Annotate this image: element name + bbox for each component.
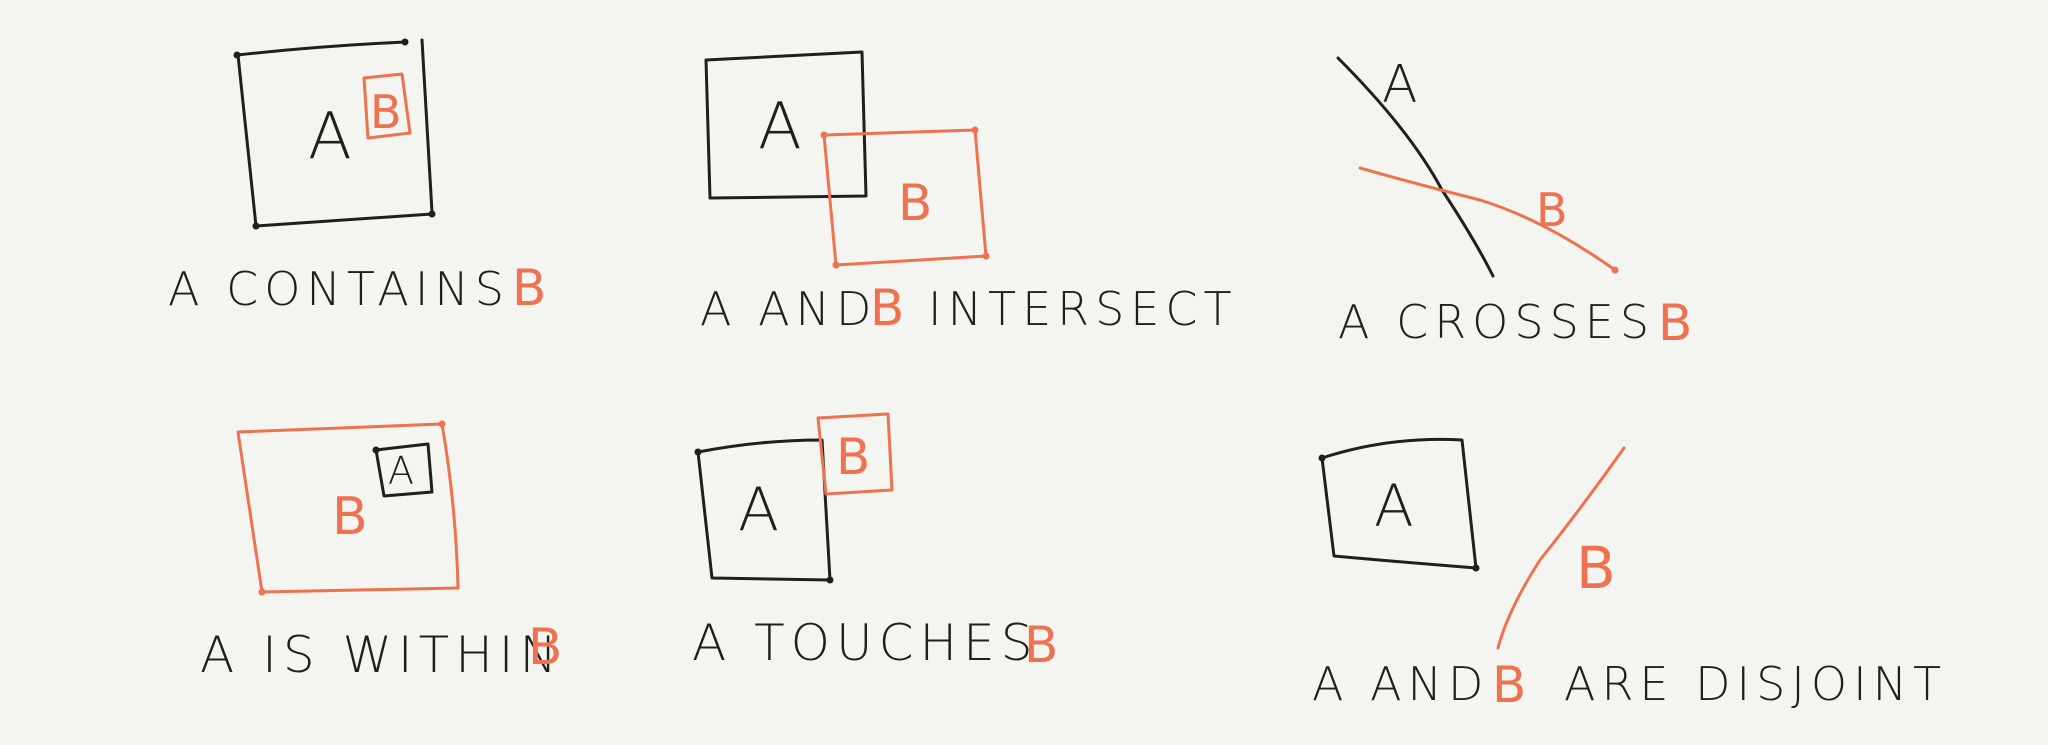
shape-a <box>1336 56 1495 278</box>
label-b: B <box>1536 183 1568 237</box>
caption: A AND <box>1312 657 1489 711</box>
caption: A CROSSES <box>1338 295 1655 349</box>
panel-intersect: A B A AND B INTERSECT <box>700 50 1238 337</box>
shape-b <box>362 72 412 140</box>
panel-disjoint: A B A AND B ARE DISJOINT <box>1312 437 1947 714</box>
caption-b: B <box>512 259 546 317</box>
caption: A AND <box>700 282 877 336</box>
caption-b: B <box>1492 656 1526 714</box>
label-a: A <box>1382 55 1418 115</box>
panel-within: A B A IS WITHIN B <box>200 420 563 684</box>
shape-b <box>236 422 460 594</box>
shape-b <box>1496 446 1626 650</box>
caption-post: ARE DISJOINT <box>1564 657 1947 711</box>
label-b: B <box>370 85 402 139</box>
label-b: B <box>332 487 368 547</box>
label-b: B <box>898 174 932 232</box>
caption: A TOUCHES <box>692 614 1038 672</box>
caption-post: INTERSECT <box>928 282 1238 336</box>
label-b: B <box>836 428 870 486</box>
label-a: A <box>1374 472 1414 540</box>
caption-b: B <box>528 618 562 676</box>
caption-b: B <box>870 279 904 337</box>
caption: A IS WITHIN <box>200 626 563 684</box>
shape-a <box>374 442 434 498</box>
label-b: B <box>1576 534 1616 602</box>
shape-b <box>816 412 894 496</box>
caption: A CONTAINS <box>168 262 510 316</box>
label-a: A <box>738 475 779 545</box>
shape-a <box>704 50 868 200</box>
label-a: A <box>758 90 802 164</box>
panel-contains: A B A CONTAINS B <box>168 38 546 317</box>
panel-crosses: A B A CROSSES B <box>1336 55 1692 352</box>
caption-b: B <box>1658 294 1692 352</box>
shape-a <box>235 38 434 228</box>
panel-touches: A B A TOUCHES B <box>692 412 1058 674</box>
label-a: A <box>308 100 352 174</box>
shape-b <box>1358 166 1617 272</box>
label-a: A <box>388 449 414 493</box>
caption-b: B <box>1024 616 1058 674</box>
